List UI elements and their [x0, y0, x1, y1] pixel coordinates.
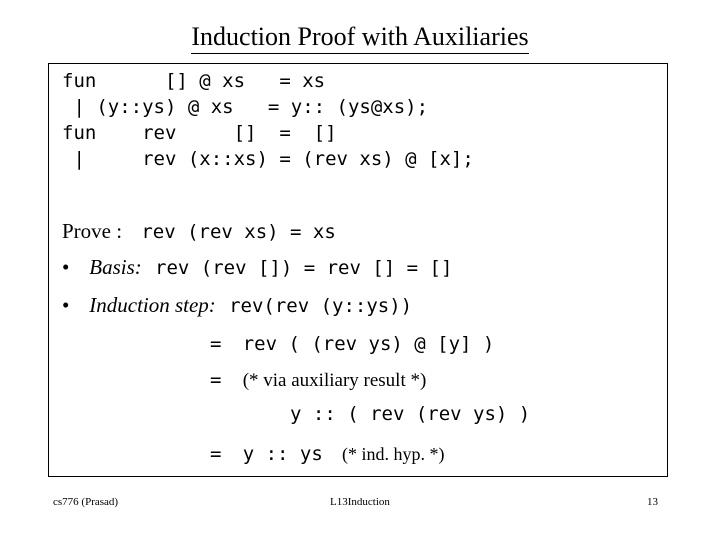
code-box-border [48, 63, 668, 477]
code-line-2: | (y::ys) @ xs = y:: (ys@xs); [62, 96, 429, 118]
derivation-expr-1: rev ( (rev ys) @ [y] ) [242, 333, 495, 355]
prove-expression: rev (rev xs) = xs [141, 221, 336, 243]
basis-line: • Basis: rev (rev []) = rev [] = [] [62, 254, 452, 281]
derivation-comment-4: (* ind. hyp. *) [342, 444, 445, 464]
footer-center: L13Induction [330, 496, 390, 508]
code-line-1: fun [] @ xs = xs [62, 70, 326, 92]
induction-step-line: • Induction step: rev(rev (y::ys)) [62, 292, 412, 319]
derivation-line-3: y :: ( rev (rev ys) ) [290, 400, 530, 427]
basis-label: Basis: [89, 255, 142, 279]
induction-step-label: Induction step: [89, 293, 216, 317]
derivation-line-1: = rev ( (rev ys) @ [y] ) [210, 330, 494, 357]
prove-label: Prove : [62, 219, 123, 243]
derivation-expr-4: y :: ys [242, 443, 323, 465]
induction-step-expression: rev(rev (y::ys)) [229, 295, 413, 317]
derivation-line-4: = y :: ys (* ind. hyp. *) [210, 440, 445, 467]
page-title: Induction Proof with Auxiliaries [0, 22, 720, 54]
derivation-eq-1: = [210, 333, 222, 355]
code-line-3: fun rev [] = [] [62, 122, 337, 144]
basis-bullet-icon: • [62, 255, 70, 279]
code-block: fun [] @ xs = xs | (y::ys) @ xs = y:: (y… [62, 68, 474, 172]
footer-page-number: 13 [647, 496, 658, 508]
code-line-4: | rev (x::xs) = (rev xs) @ [x]; [62, 148, 474, 170]
basis-expression: rev (rev []) = rev [] = [] [155, 257, 453, 279]
page-title-text: Induction Proof with Auxiliaries [191, 22, 529, 54]
induction-step-bullet-icon: • [62, 293, 70, 317]
derivation-expr-3: y :: ( rev (rev ys) ) [290, 403, 531, 425]
derivation-line-2: = (* via auxiliary result *) [210, 366, 426, 394]
derivation-comment-2: (* via auxiliary result *) [242, 370, 427, 391]
footer-left: cs776 (Prasad) [53, 496, 119, 508]
derivation-eq-4: = [210, 443, 222, 465]
prove-line: Prove : rev (rev xs) = xs [62, 218, 336, 245]
derivation-eq-2: = [210, 369, 222, 391]
